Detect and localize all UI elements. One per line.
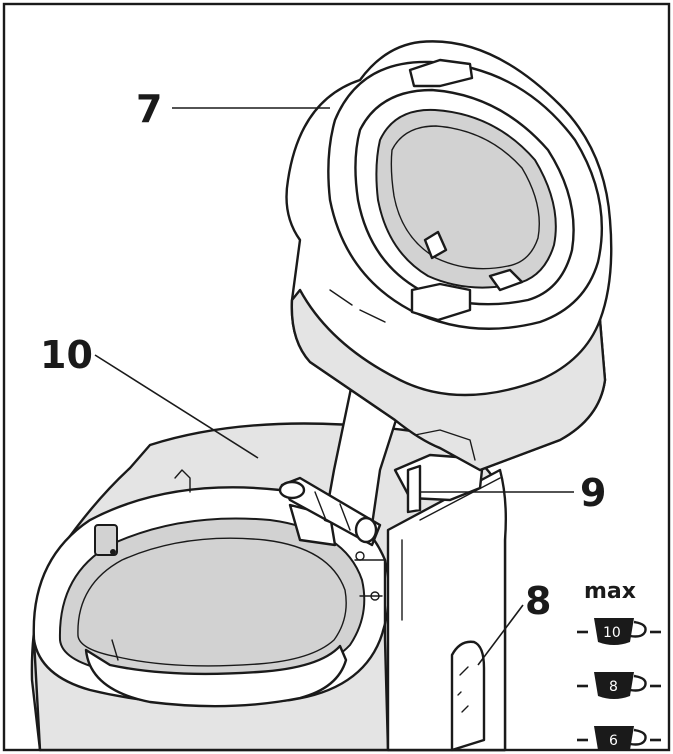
cup-level-label: 6 (609, 733, 618, 749)
cup-icon (594, 672, 634, 699)
callout-10: 10 (40, 333, 93, 377)
callout-7: 7 (136, 87, 162, 131)
jug-body (30, 422, 507, 752)
callout-8: 8 (525, 579, 551, 623)
lid (285, 40, 613, 472)
leader-line-8 (477, 604, 524, 666)
cup-icon (594, 618, 634, 645)
leader-line-10 (94, 354, 259, 459)
cup-level-scale: max 10 8 6 (577, 579, 661, 750)
callout-9: 9 (580, 471, 606, 515)
cup-level-label: 8 (609, 679, 618, 695)
cup-level-label: 10 (603, 625, 621, 641)
cup-level-8: 8 (577, 672, 661, 699)
cup-icon (594, 726, 634, 750)
cup-level-6: 6 (577, 726, 661, 750)
max-label: max (584, 579, 636, 604)
cup-level-10: 10 (577, 618, 661, 645)
